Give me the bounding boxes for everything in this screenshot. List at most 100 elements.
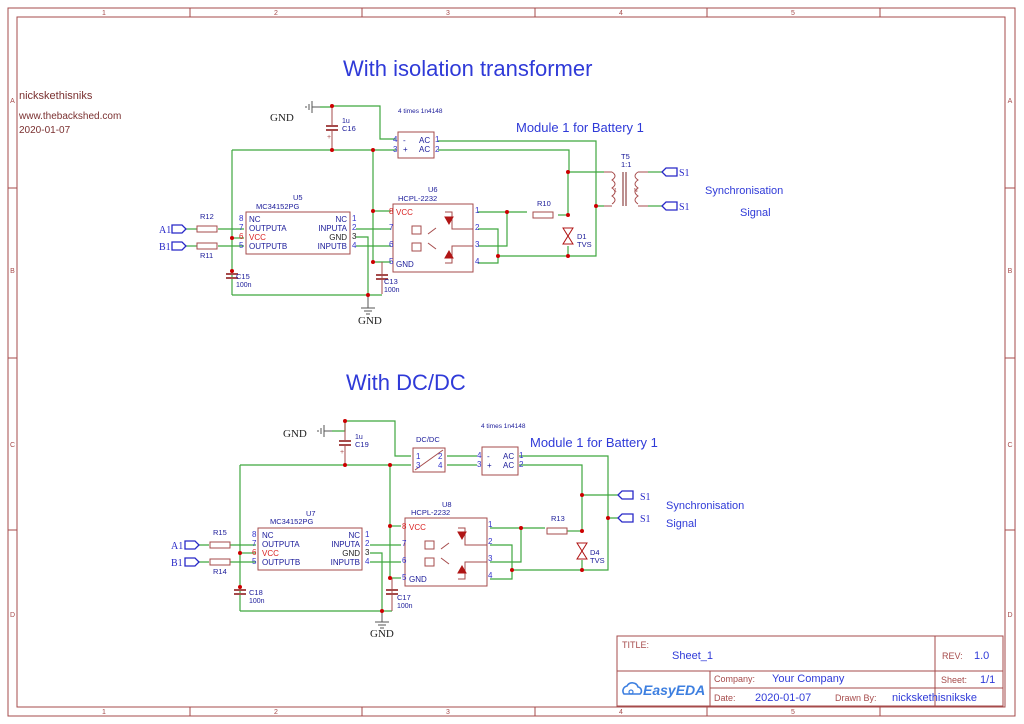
svg-text:+: + [403, 145, 408, 154]
svg-text:S1: S1 [679, 202, 690, 213]
gnd-symbol [375, 611, 389, 629]
svg-text:3: 3 [477, 460, 482, 469]
resistor-r11 [196, 242, 218, 250]
sync-label: Signal [666, 518, 697, 530]
module-label: Module 1 for Battery 1 [516, 120, 644, 135]
svg-text:NC: NC [335, 215, 347, 224]
svg-text:2: 2 [365, 539, 370, 548]
svg-text:3: 3 [475, 240, 480, 249]
svg-text:OUTPUTA: OUTPUTA [249, 224, 287, 233]
zone-col-label: 1 [102, 10, 106, 17]
net-port-b1 [184, 557, 200, 567]
company-label: Company: [714, 674, 755, 684]
svg-text:3: 3 [365, 548, 370, 557]
zone-row-label: A [10, 98, 15, 105]
capacitor-c15 [226, 273, 238, 279]
svg-text:GND: GND [409, 575, 427, 584]
resistor-r14 [209, 558, 231, 566]
rev-label: REV: [942, 651, 963, 661]
section-heading: With isolation transformer [343, 56, 592, 81]
resistor-r15 [209, 541, 231, 549]
capacitor-c18 [234, 589, 246, 595]
svg-text:7: 7 [252, 539, 257, 548]
zone-row-label: B [1008, 268, 1013, 275]
author-note: nickskethisniks www.thebackshed.com 2020… [18, 90, 121, 136]
capacitor-c13 [376, 262, 388, 294]
svg-text:S1: S1 [640, 492, 651, 503]
svg-text:1: 1 [435, 135, 440, 144]
svg-text:8: 8 [402, 522, 407, 531]
svg-text:VCC: VCC [409, 523, 426, 532]
svg-text:GND: GND [329, 233, 347, 242]
svg-text:4: 4 [352, 241, 357, 250]
capacitor-c16: + [326, 106, 338, 150]
svg-text:1: 1 [475, 206, 480, 215]
svg-text:+: + [327, 134, 331, 141]
d1-ref: D1 [577, 232, 587, 241]
title-block: TITLE: Sheet_1 REV: 1.0 Company: Your Co… [616, 635, 1004, 707]
svg-text:AC: AC [503, 461, 514, 470]
svg-text:2: 2 [352, 223, 357, 232]
net-port-a1 [184, 540, 200, 550]
gnd-label: GND [358, 315, 382, 327]
easyeda-logo-icon [622, 682, 643, 695]
r13-label: R13 [551, 514, 565, 523]
svg-text:OUTPUTB: OUTPUTB [262, 558, 300, 567]
sheet-value: 1/1 [980, 674, 995, 686]
bridge-note: 4 times 1n4148 [398, 108, 443, 115]
company-value: Your Company [772, 673, 845, 685]
resistor-r12 [196, 225, 218, 233]
module-label: Module 1 for Battery 1 [530, 435, 658, 450]
gnd-symbol [361, 295, 375, 315]
c13-ref: C13 [384, 277, 398, 286]
zone-col-label: 1 [102, 709, 106, 716]
r15-label: R15 [213, 528, 227, 537]
port-b1-label: B1 [171, 558, 183, 569]
zone-col-label: 3 [446, 709, 450, 716]
section-dcdc: With DC/DC Module 1 for Battery 1 4 time… [171, 370, 744, 640]
svg-text:+: + [340, 449, 344, 456]
zone-row-label: D [10, 612, 15, 619]
svg-text:8: 8 [389, 207, 394, 216]
svg-text:3: 3 [488, 554, 493, 563]
svg-text:6: 6 [239, 232, 244, 241]
zone-row-label: A [1008, 98, 1013, 105]
c18-value: 100n [249, 598, 265, 605]
svg-text:OUTPUTA: OUTPUTA [262, 540, 300, 549]
svg-text:1: 1 [416, 452, 421, 461]
svg-text:6: 6 [389, 240, 394, 249]
svg-text:NC: NC [348, 531, 360, 540]
capacitor-c19: + [339, 421, 351, 465]
d4-ref: D4 [590, 548, 600, 557]
d4-value: TVS [590, 556, 605, 565]
svg-text:AC: AC [503, 452, 514, 461]
svg-text:INPUTB: INPUTB [331, 558, 360, 567]
easyeda-logo-text: EasyEDA [643, 682, 705, 698]
zone-col-label: 2 [274, 10, 278, 17]
r11-label: R11 [200, 251, 213, 260]
svg-text:AC: AC [419, 145, 430, 154]
section-isolation-transformer: With isolation transformer Module 1 for … [159, 56, 783, 327]
rev-value: 1.0 [974, 650, 989, 662]
svg-text:5: 5 [239, 241, 244, 250]
svg-text:N: N [634, 188, 638, 194]
svg-text:6: 6 [402, 556, 407, 565]
svg-text:INPUTB: INPUTB [318, 242, 347, 251]
svg-text:2: 2 [475, 223, 480, 232]
svg-text:S1: S1 [640, 514, 651, 525]
svg-text:VCC: VCC [396, 208, 413, 217]
svg-text:8: 8 [252, 530, 257, 539]
svg-text:3: 3 [393, 145, 398, 154]
svg-text:NC: NC [262, 531, 274, 540]
zone-col-label: 5 [791, 709, 795, 716]
zone-col-label: 2 [274, 709, 278, 716]
c19-value: 1u [355, 434, 363, 441]
gnd-label: GND [283, 428, 307, 440]
gate-driver-u5 [245, 211, 351, 255]
title-value: Sheet_1 [672, 650, 713, 662]
svg-text:AC: AC [419, 136, 430, 145]
u7-ref: U7 [306, 509, 316, 518]
zone-row-label: C [1007, 442, 1012, 449]
author-website: www.thebackshed.com [18, 111, 121, 122]
